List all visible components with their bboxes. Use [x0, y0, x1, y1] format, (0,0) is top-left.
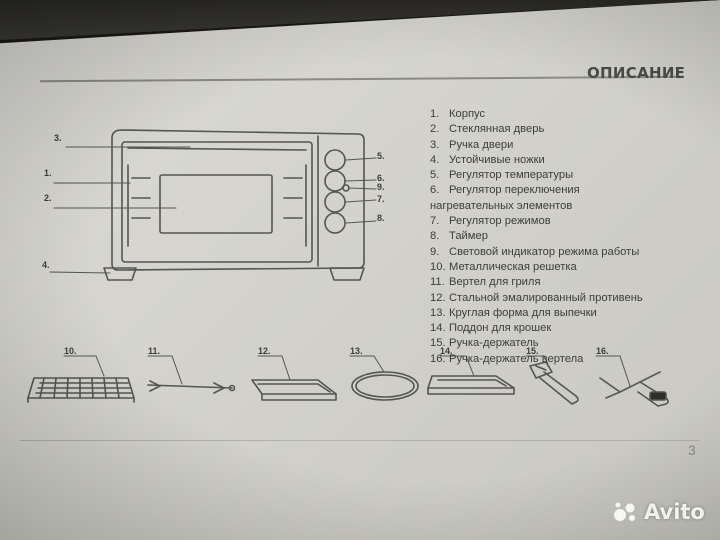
list-item: 2.Стеклянная дверь — [430, 123, 545, 136]
callout-15: 15. — [526, 346, 539, 356]
callout-9: 9. — [377, 182, 385, 192]
oven-foot-right — [329, 267, 365, 281]
callout-11: 11. — [148, 346, 161, 356]
list-item: 4.Устойчивые ножки — [430, 153, 545, 166]
list-item: 14.Поддон для крошек — [430, 322, 552, 335]
list-item: 7.Регулятор режимов — [430, 215, 551, 228]
door-handle — [127, 147, 307, 151]
list-item: 1.Корпус — [430, 108, 486, 120]
accessory-crumb-tray — [427, 375, 515, 395]
list-item: 16.Ручка-держатель вертела — [430, 352, 584, 365]
callout-6: 6. — [377, 173, 385, 183]
callout-5: 5. — [377, 151, 385, 161]
list-item: 15.Ручка-держатель — [430, 337, 539, 350]
callout-7: 7. — [377, 194, 385, 204]
callout-1: 1. — [44, 168, 52, 178]
accessory-round-pan — [351, 371, 419, 401]
list-item: 10.Металлическая решетка — [430, 260, 577, 273]
knob-timer — [324, 212, 346, 234]
accessory-tray-handle — [529, 361, 579, 405]
knob-mode — [324, 191, 346, 213]
parts-list: 1.Корпус 2.Стеклянная дверь 3.Ручка двер… — [430, 107, 690, 367]
accessory-spit — [147, 380, 236, 394]
accessory-spit-handle — [599, 371, 669, 407]
accessory-baking-tray — [251, 379, 337, 401]
watermark-text: Avito — [644, 500, 705, 524]
callout-4: 4. — [42, 260, 50, 270]
callout-10: 10. — [64, 346, 77, 356]
page-number: 3 — [688, 442, 696, 458]
watermark: Avito — [612, 500, 705, 524]
callout-13: 13. — [350, 346, 363, 356]
list-item: 9.Световой индикатор режима работы — [430, 245, 640, 258]
indicator-light — [342, 184, 350, 192]
accessory-wire-rack — [27, 377, 135, 403]
oven-foot-left — [103, 267, 137, 281]
section-title: ОПИСАНИЕ — [587, 64, 686, 82]
oven-window — [159, 174, 273, 234]
callout-3: 3. — [54, 133, 62, 143]
callout-16: 16. — [596, 346, 609, 356]
oven-door — [121, 141, 313, 263]
list-item: 12.Стальной эмалированный противень — [430, 291, 643, 304]
list-item: 5.Регулятор температуры — [430, 169, 574, 182]
avito-logo-icon — [614, 502, 635, 521]
callout-2: 2. — [44, 193, 52, 203]
oven-body — [111, 129, 365, 271]
list-item: 11.Вертел для гриля — [430, 276, 541, 289]
list-item: 8.Таймер — [430, 230, 488, 243]
list-item: 3.Ручка двери — [430, 138, 514, 151]
callout-8: 8. — [377, 213, 385, 223]
list-item: 13.Круглая форма для выпечки — [430, 306, 597, 319]
knob-heating — [324, 170, 346, 192]
callout-14: 14. — [440, 346, 453, 356]
footer-rule — [20, 440, 700, 441]
callout-12: 12. — [258, 346, 271, 356]
knob-temperature — [324, 149, 346, 171]
